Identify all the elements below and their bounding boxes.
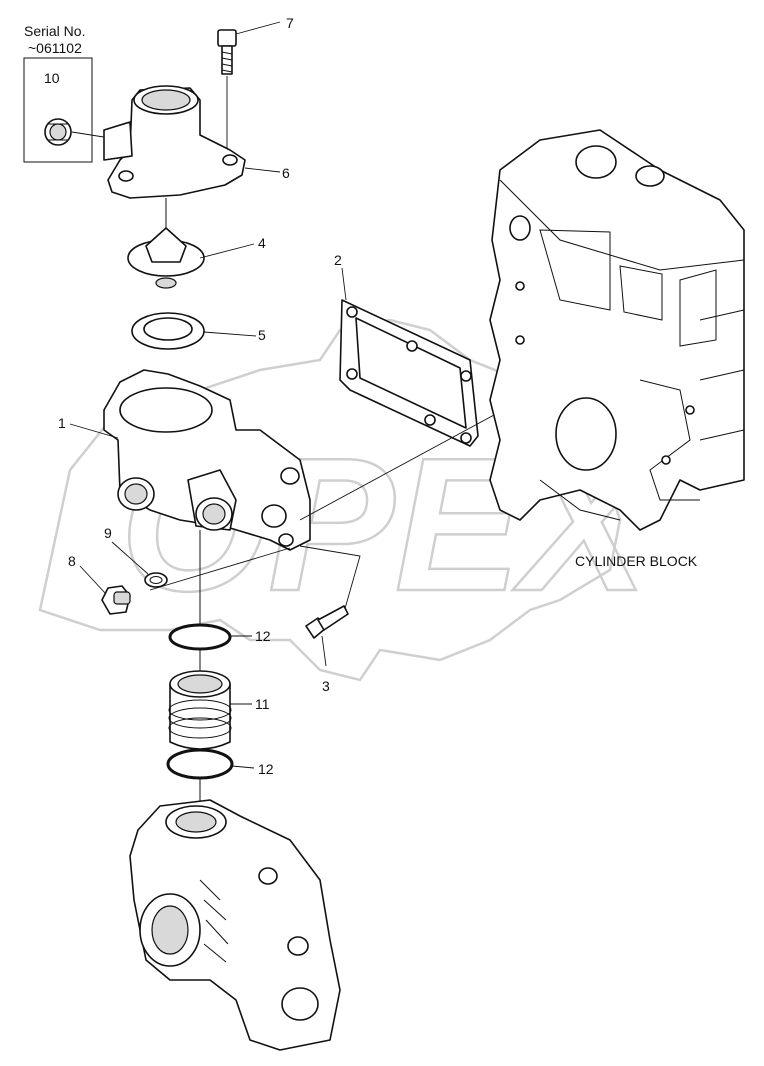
part-5-seal-ring (131, 312, 205, 350)
part-12-o-ring-upper (168, 623, 232, 651)
part-11-connector-pipe (168, 670, 232, 750)
callout-12-upper: 12 (255, 628, 271, 644)
part-12-o-ring-lower (166, 748, 234, 780)
serial-line-1: Serial No. (24, 23, 85, 39)
callout-7: 7 (286, 15, 294, 31)
part-7-bolt (217, 29, 237, 75)
callout-3: 3 (322, 678, 330, 694)
callout-5: 5 (258, 327, 266, 343)
callout-2: 2 (334, 252, 342, 268)
callout-4: 4 (258, 235, 266, 251)
cylinder-block (489, 129, 745, 531)
part-1-thermostat-housing (103, 369, 311, 551)
callout-8: 8 (68, 553, 76, 569)
callout-6: 6 (282, 165, 290, 181)
serial-line-2: ~061102 (28, 40, 82, 56)
callout-1: 1 (58, 415, 66, 431)
part-6-thermostat-cover (103, 85, 246, 199)
part-8-plug (101, 585, 131, 615)
water-pump (129, 799, 341, 1051)
cylinder-block-label: CYLINDER BLOCK (575, 553, 698, 569)
part-2-gasket (339, 299, 479, 447)
callout-12-lower: 12 (258, 761, 274, 777)
part-3-bolt (305, 605, 349, 639)
part-9-washer (144, 572, 168, 588)
serial-note: Serial No. ~061102 (23, 23, 93, 163)
part-10-plug (44, 118, 72, 146)
part-4-thermostat (127, 198, 205, 289)
callout-11: 11 (255, 696, 270, 712)
callout-9: 9 (104, 525, 112, 541)
callout-10: 10 (44, 70, 60, 86)
